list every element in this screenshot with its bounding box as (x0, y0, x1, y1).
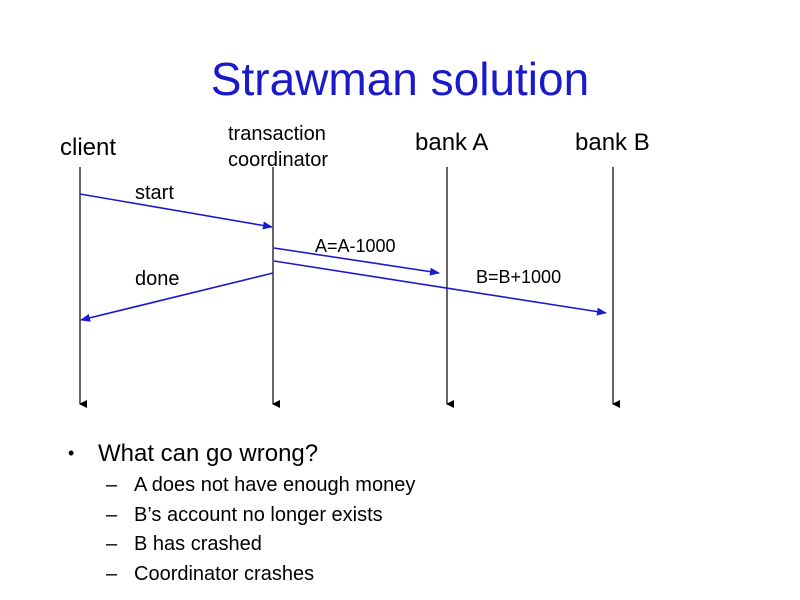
participant-label-bank-b: bank B (575, 129, 650, 156)
message-label-debit-a: A=A-1000 (315, 236, 396, 256)
participant-label-coordinator-line2: coordinator (228, 149, 328, 171)
slide-title: Strawman solution (210, 53, 590, 105)
message-arrow-start (79, 193, 273, 230)
message-arrow-credit-b (273, 260, 607, 316)
message-arrow-done (80, 272, 274, 322)
message-label-start: start (135, 182, 174, 204)
participant-label-bank-a: bank A (415, 129, 488, 156)
participant-label-client: client (60, 134, 116, 161)
participant-label-coordinator-line1: transaction (228, 123, 326, 145)
message-label-credit-b: B=B+1000 (476, 267, 561, 287)
message-label-done: done (135, 268, 180, 290)
message-arrow-debit-a (273, 247, 440, 276)
